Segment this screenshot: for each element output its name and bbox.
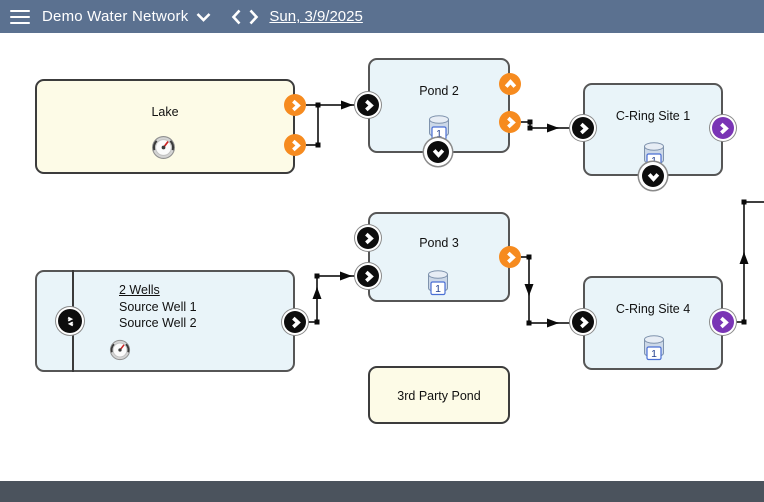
c-ring-site-1-output-port[interactable] <box>712 117 734 139</box>
node-2-wells[interactable]: 2 Wells Source Well 1 Source Well 2 <box>35 270 295 372</box>
tank-count: 1 <box>436 128 442 140</box>
node-pond-2-label: Pond 2 <box>419 84 459 98</box>
2-wells-output-port[interactable] <box>284 311 306 333</box>
menu-icon[interactable] <box>10 9 30 24</box>
top-bar: Demo Water Network Sun, 3/9/2025 <box>0 0 764 33</box>
node-3rd-party-pond-label: 3rd Party Pond <box>397 389 481 403</box>
chevron-left-icon[interactable] <box>231 9 242 25</box>
node-2-wells-label[interactable]: 2 Wells <box>119 283 160 297</box>
lake-output-port-top[interactable] <box>284 94 306 116</box>
node-c-ring-site-4-label: C-Ring Site 4 <box>615 302 691 316</box>
node-lake-label: Lake <box>151 105 179 119</box>
date-nav <box>231 9 259 25</box>
tank-count: 1 <box>651 155 657 167</box>
storage-tank-icon: 1 <box>642 141 666 173</box>
tank-count: 1 <box>651 348 657 360</box>
storage-tank-icon: 1 <box>427 114 451 146</box>
node-c-ring-site-1-label: C-Ring Site 1 <box>615 109 691 123</box>
network-title[interactable]: Demo Water Network <box>42 8 189 25</box>
gauge-icon <box>109 339 131 366</box>
wells-text-block: 2 Wells Source Well 1 Source Well 2 <box>119 282 197 332</box>
node-3rd-party-pond[interactable]: 3rd Party Pond <box>368 366 510 424</box>
tank-count: 1 <box>435 283 441 295</box>
chevron-down-icon[interactable] <box>196 12 211 22</box>
node-pond-3-label: Pond 3 <box>419 236 459 250</box>
bottom-bar <box>0 481 764 502</box>
pond-3-output-port[interactable] <box>499 246 521 268</box>
c-ring-site-1-input-port[interactable] <box>572 117 594 139</box>
date-link[interactable]: Sun, 3/9/2025 <box>269 8 363 25</box>
pond-2-output-port[interactable] <box>499 111 521 133</box>
merge-flows-icon[interactable] <box>58 309 82 333</box>
storage-tank-icon: 1 <box>426 269 450 301</box>
storage-tank-icon: 1 <box>642 334 666 366</box>
chevron-right-icon[interactable] <box>248 9 259 25</box>
pond-2-drain-port[interactable] <box>427 141 449 163</box>
pond-2-overflow-port[interactable] <box>499 73 521 95</box>
pond-3-input-port-bottom[interactable] <box>357 265 379 287</box>
source-well-2-label: Source Well 2 <box>119 316 197 330</box>
lake-output-port-bottom[interactable] <box>284 134 306 156</box>
pond-2-input-port[interactable] <box>357 94 379 116</box>
source-well-1-label: Source Well 1 <box>119 299 197 314</box>
gauge-icon <box>151 135 176 165</box>
pond-3-input-port-top[interactable] <box>357 227 379 249</box>
c-ring-site-1-drain-port[interactable] <box>642 165 664 187</box>
c-ring-site-4-input-port[interactable] <box>572 311 594 333</box>
c-ring-site-4-output-port[interactable] <box>712 311 734 333</box>
